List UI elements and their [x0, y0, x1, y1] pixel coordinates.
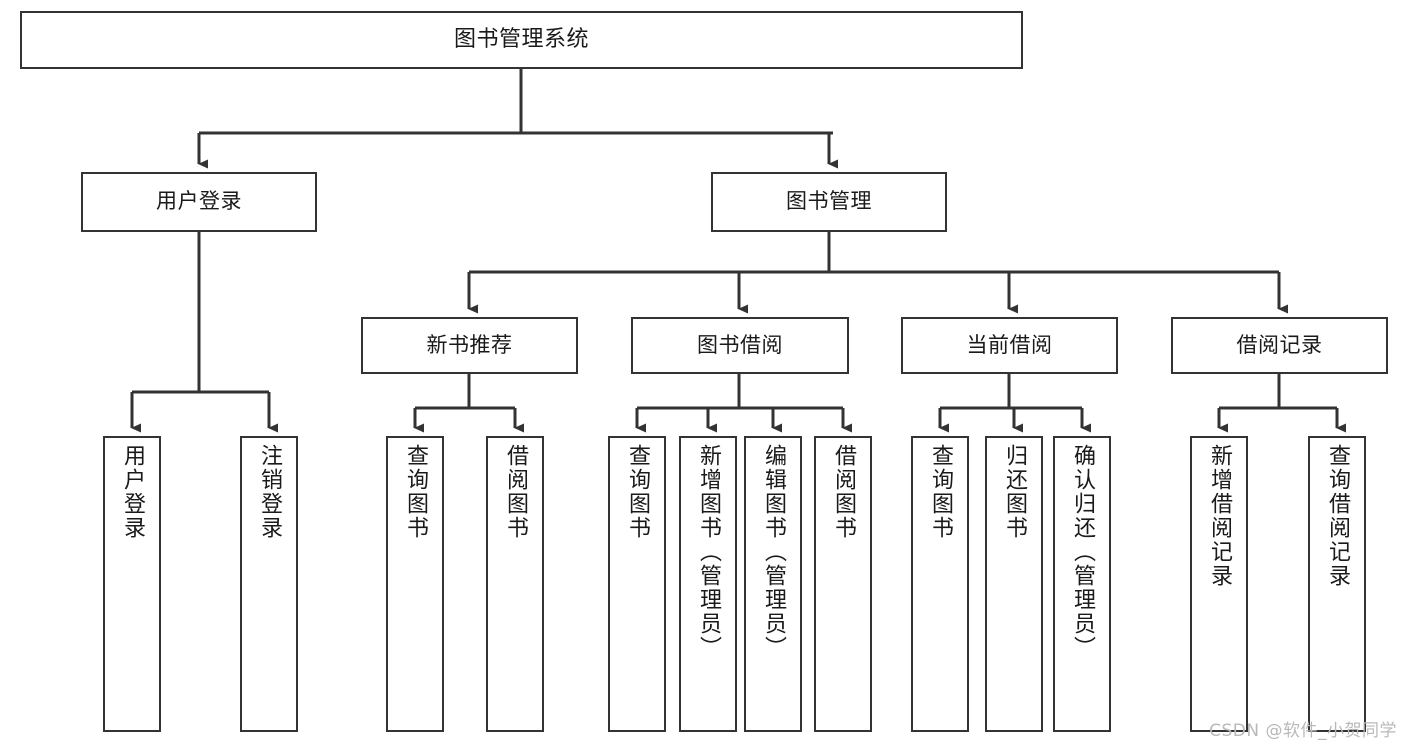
edge-currentborrow-to-leaves	[938, 374, 1091, 433]
node-current-borrow[interactable]: 当前借阅	[901, 317, 1118, 374]
node-label: 归还图书	[1002, 444, 1027, 540]
node-label: 借阅记录	[1236, 332, 1323, 357]
node-root-system[interactable]: 图书管理系统	[20, 11, 1023, 69]
node-leaf-user-login[interactable]: 用户登录	[103, 436, 161, 732]
node-label: 查询图书	[403, 444, 428, 540]
edge-bookborrow-to-leaves	[635, 374, 852, 433]
watermark-text: CSDN @软件_小贺同学	[1209, 721, 1397, 741]
node-label: 注销登录	[257, 444, 282, 540]
node-label: 编辑图书（管理员）	[761, 444, 786, 660]
node-leaf-add-record[interactable]: 新增借阅记录	[1190, 436, 1248, 732]
node-leaf-query-book-3[interactable]: 查询图书	[911, 436, 969, 732]
node-label: 借阅图书	[831, 444, 856, 540]
node-leaf-return-book[interactable]: 归还图书	[985, 436, 1043, 732]
node-book-borrow[interactable]: 图书借阅	[631, 317, 849, 374]
node-label: 新书推荐	[426, 332, 513, 357]
node-label: 确认归还（管理员）	[1070, 444, 1095, 660]
node-leaf-query-record[interactable]: 查询借阅记录	[1308, 436, 1366, 732]
node-leaf-borrow-book-2[interactable]: 借阅图书	[814, 436, 872, 732]
node-label: 用户登录	[120, 444, 145, 540]
node-label: 用户登录	[156, 189, 242, 214]
node-book-manage[interactable]: 图书管理	[711, 172, 947, 232]
node-label: 借阅图书	[503, 444, 528, 540]
node-leaf-query-book-1[interactable]: 查询图书	[386, 436, 444, 732]
edge-userlogin-to-leaves	[130, 232, 278, 433]
node-label: 当前借阅	[966, 332, 1053, 357]
edge-newbookrec-to-leaves	[413, 374, 524, 433]
node-label: 查询图书	[625, 444, 650, 540]
node-label: 新增借阅记录	[1207, 444, 1232, 588]
edge-bookmanage-to-level2	[467, 232, 1288, 314]
node-leaf-edit-book[interactable]: 编辑图书（管理员）	[744, 436, 802, 732]
node-leaf-borrow-book-1[interactable]: 借阅图书	[486, 436, 544, 732]
node-new-book-rec[interactable]: 新书推荐	[361, 317, 578, 374]
edge-root-to-level1	[197, 69, 838, 169]
node-label: 查询借阅记录	[1325, 444, 1350, 588]
node-label: 图书管理系统	[453, 26, 589, 52]
node-label: 新增图书（管理员）	[696, 444, 721, 660]
node-leaf-query-book-2[interactable]: 查询图书	[608, 436, 666, 732]
edge-borrowrecord-to-leaves	[1217, 374, 1346, 433]
node-label: 图书管理	[786, 189, 872, 214]
node-user-login[interactable]: 用户登录	[81, 172, 317, 232]
node-leaf-add-book[interactable]: 新增图书（管理员）	[679, 436, 737, 732]
node-label: 查询图书	[928, 444, 953, 540]
node-leaf-logout[interactable]: 注销登录	[240, 436, 298, 732]
node-borrow-record[interactable]: 借阅记录	[1171, 317, 1388, 374]
node-label: 图书借阅	[697, 332, 783, 357]
node-leaf-confirm-return[interactable]: 确认归还（管理员）	[1053, 436, 1111, 732]
